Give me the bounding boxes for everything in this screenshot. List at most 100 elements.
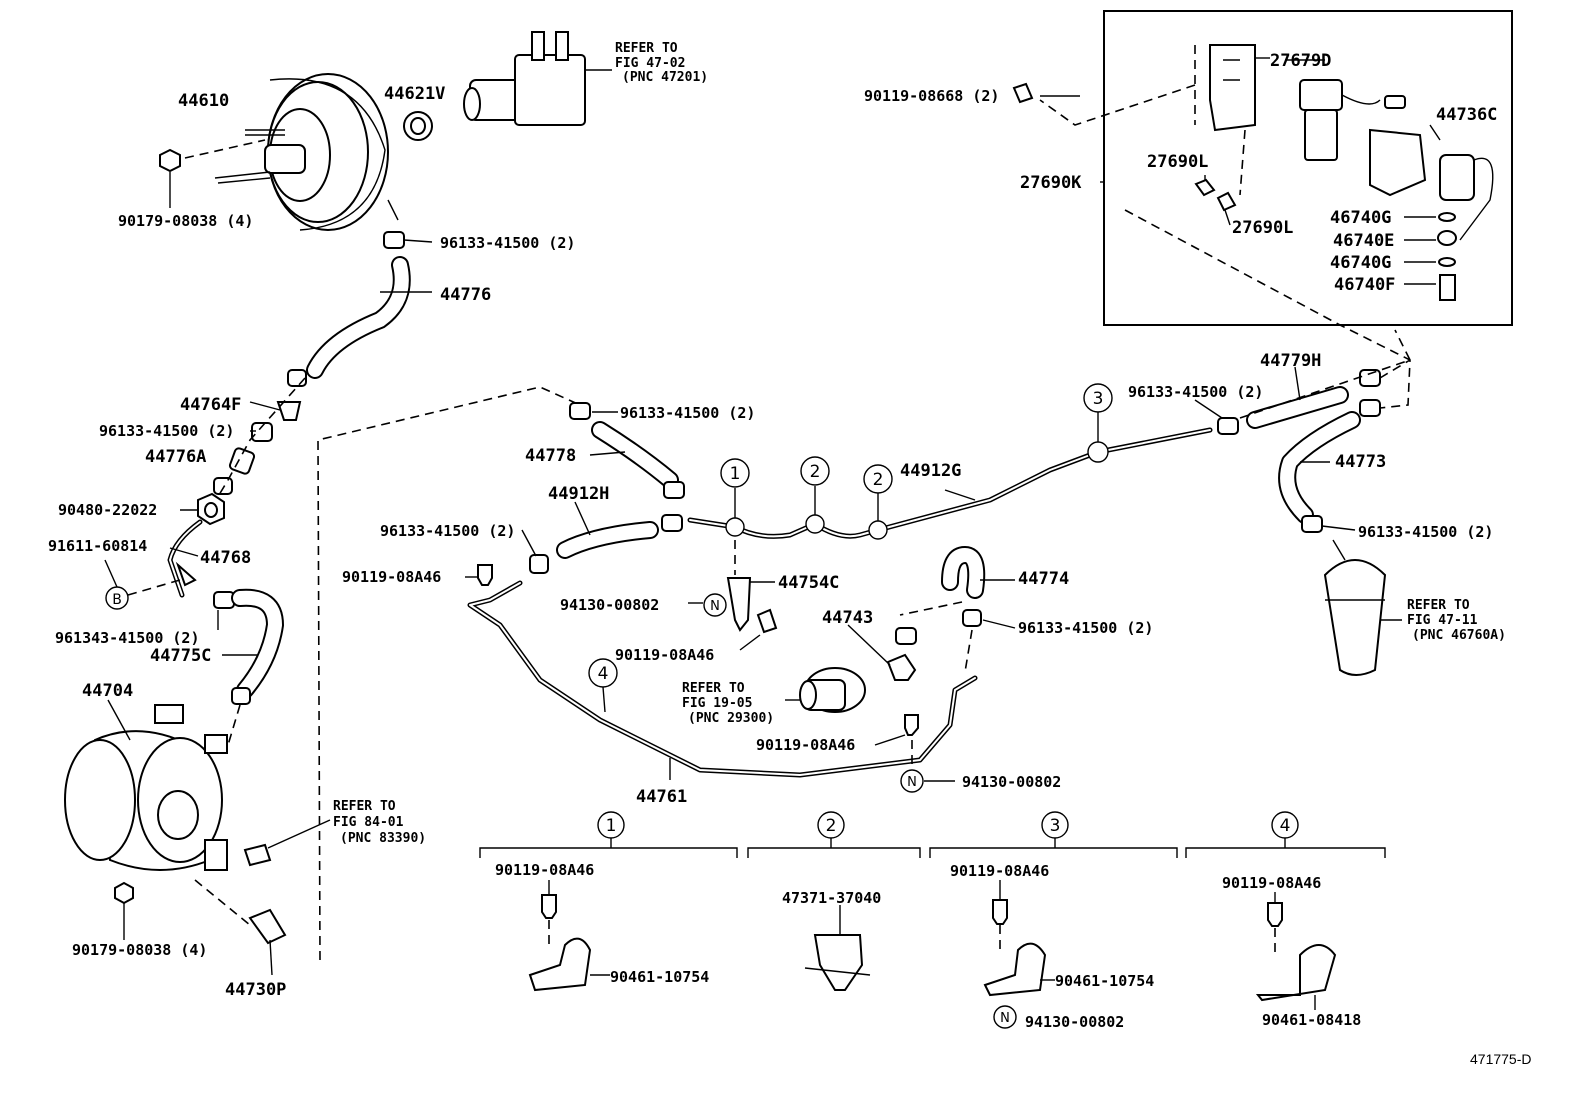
marker-b-label: B	[112, 592, 122, 608]
bolt-icon	[992, 899, 1008, 925]
part-label-44621v: 44621V	[384, 84, 445, 104]
vsv-detail-box	[1103, 10, 1513, 326]
detail-1-clamp-label: 90461-10754	[610, 968, 709, 986]
detail-1-number: 1	[606, 816, 617, 836]
marker-3-label: 3	[1093, 389, 1104, 409]
pipe-clamp-icon	[983, 942, 1047, 997]
part-label-96133: 96133-41500 (2)	[99, 422, 234, 440]
detail-brackets	[479, 838, 1386, 858]
callout-marker-3	[1083, 383, 1113, 413]
detail-4-number: 4	[1280, 816, 1291, 836]
refer-line: FIG 47-11	[1407, 613, 1478, 628]
refer-line: FIG 19-05	[682, 696, 752, 711]
bolt-icon	[1267, 902, 1283, 927]
pipe-bracket-icon	[726, 577, 752, 632]
vacuum-switching-valve	[1299, 79, 1406, 161]
vacuum-tank-assembly	[64, 704, 228, 871]
reservoir-canister-outline	[1323, 539, 1387, 676]
part-label-44736c: 44736C	[1436, 105, 1497, 125]
hose-clamp-icon	[231, 687, 251, 705]
part-label-90119: 90119-08A46	[756, 736, 855, 754]
part-label-94130: 94130-00802	[560, 596, 659, 614]
hose-clamp-icon	[569, 402, 591, 420]
bolt-icon	[477, 564, 493, 586]
bolt-icon	[756, 608, 778, 634]
refer-line: (PNC 83390)	[340, 831, 426, 846]
detail-marker-4	[1271, 811, 1299, 839]
nut-icon	[159, 148, 181, 173]
refer-line: REFER TO	[333, 799, 396, 814]
part-label-90119: 90119-08A46	[615, 646, 714, 664]
part-label-90179: 90179-08038 (4)	[72, 941, 207, 959]
hose-clamp-icon	[895, 627, 917, 645]
grommet-seal-icon	[403, 111, 433, 141]
fitting-icon	[1194, 178, 1216, 197]
part-label-44778: 44778	[525, 446, 576, 466]
pipe-clamp-icon	[1255, 944, 1337, 1002]
marker-n-label: N	[710, 599, 720, 614]
detail-3-number: 3	[1050, 816, 1061, 836]
hose-clamp-icon	[1301, 515, 1323, 533]
part-label-44768: 44768	[200, 548, 251, 568]
hose-clamp-icon	[213, 477, 233, 495]
new-part-marker-n	[993, 1005, 1017, 1029]
vsv-bracket	[1209, 44, 1256, 132]
hose-clamp-icon	[1359, 369, 1381, 387]
part-label-44775c: 44775C	[150, 646, 211, 666]
part-label-90119: 90119-08A46	[342, 568, 441, 586]
brake-booster-assembly	[214, 73, 399, 231]
detail-3-bolt-label: 90119-08A46	[950, 862, 1049, 880]
detail-4-bolt-label: 90119-08A46	[1222, 874, 1321, 892]
part-label-91611: 91611-60814	[48, 537, 147, 555]
part-label-27690l: 27690L	[1147, 152, 1208, 172]
hose-clamp-icon	[962, 609, 982, 627]
part-label-44773: 44773	[1335, 452, 1386, 472]
part-label-44610: 44610	[178, 91, 229, 111]
part-label-96133: 96133-41500 (2)	[1018, 619, 1153, 637]
part-label-46740e: 46740E	[1333, 231, 1394, 251]
washer-icon	[1438, 257, 1456, 267]
union-eye-icon	[1437, 230, 1457, 246]
part-label-96133: 96133-41500 (2)	[440, 234, 575, 252]
bolt-icon	[904, 714, 919, 736]
refer-line: (PNC 46760A)	[1412, 628, 1506, 643]
part-label-96133: 96133-41500 (2)	[380, 522, 515, 540]
part-label-44761: 44761	[636, 787, 687, 807]
part-label-44774: 44774	[1018, 569, 1069, 589]
refer-line: REFER TO	[1407, 598, 1470, 613]
detail-marker-2	[817, 811, 845, 839]
part-label-44764f: 44764F	[180, 395, 241, 415]
part-label-44730p: 44730P	[225, 980, 286, 1000]
part-label-94130: 94130-00802	[962, 773, 1061, 791]
part-label-44779h: 44779H	[1260, 351, 1321, 371]
part-label-46740g: 46740G	[1330, 208, 1391, 228]
hose-clamp-icon	[287, 369, 307, 387]
refer-line: FIG 84-01	[333, 815, 404, 830]
fitting-icon	[1216, 191, 1237, 212]
pipe-clip-icon	[813, 934, 864, 991]
detail-marker-1	[597, 811, 625, 839]
pipe-clamp-icon	[528, 937, 592, 992]
fitting-icon	[243, 843, 272, 867]
vacuum-pump-outline	[799, 667, 866, 713]
refer-line: (PNC 47201)	[622, 70, 708, 85]
detail-3-clamp-label: 90461-10754	[1055, 972, 1154, 990]
new-part-marker-n	[900, 769, 924, 793]
part-label-44912h: 44912H	[548, 484, 609, 504]
bolt-icon	[541, 894, 557, 919]
callout-marker-2	[863, 464, 893, 494]
master-cylinder-outline	[463, 31, 586, 126]
part-label-90480: 90480-22022	[58, 501, 157, 519]
part-label-96133: 96133-41500 (2)	[1128, 383, 1263, 401]
union-fitting-icon	[197, 492, 225, 526]
part-label-46740g: 46740G	[1330, 253, 1391, 273]
new-part-marker-n	[703, 593, 727, 617]
refer-line: REFER TO	[615, 41, 678, 56]
nipple-fitting-icon	[248, 908, 287, 945]
valve-fitting-icon	[886, 653, 917, 681]
marker-1-label: 1	[730, 464, 741, 484]
marker-4-label: 4	[598, 664, 609, 684]
callout-marker-2	[800, 456, 830, 486]
part-label-90179: 90179-08038 (4)	[118, 212, 253, 230]
